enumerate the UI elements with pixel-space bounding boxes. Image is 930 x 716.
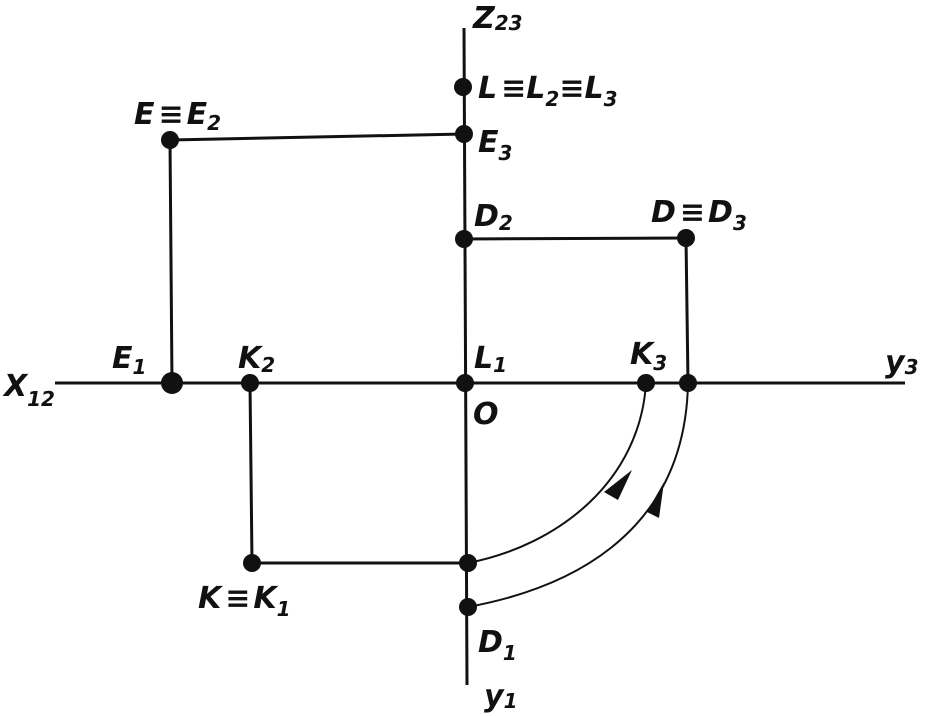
arrow-k-transfer-icon [604,470,632,500]
origin-label: O [473,397,499,432]
label-d2: D2 [474,199,513,235]
label-k3: K3 [630,337,667,375]
axis-z-label: Z23 [472,1,523,36]
point-d2 [455,230,473,248]
point-k-y1 [459,554,477,572]
label-d1: D1 [478,625,517,665]
point-k [243,554,261,572]
label-d: D≡D3 [651,195,747,235]
point-k3 [637,374,655,392]
label-e3: E3 [478,125,512,165]
axis-x-label: X12 [2,369,55,411]
projection-line-d-horizontal [463,236,687,241]
projection-line-d-vertical [684,237,690,384]
label-e1: E1 [112,341,146,379]
point-e [161,131,179,149]
label-e: E≡E2 [134,97,221,135]
point-k2 [241,374,259,392]
axis-y1-label: y1 [484,679,517,714]
point-l1 [456,374,474,392]
point-d [677,229,695,247]
projection-line-e-horizontal [169,132,465,142]
projection-line-k-vertical [248,382,254,564]
label-k: K≡K1 [198,581,291,621]
axis-y3-label: y3 [885,345,918,380]
point-e1 [161,372,183,394]
point-e3 [455,125,473,143]
arc-d-transfer [467,382,689,608]
label-l1: L1 [474,341,507,377]
point-d1 [459,598,477,616]
point-l [454,78,472,96]
arc-k-transfer [467,382,647,564]
projection-line-e-vertical [168,139,174,384]
arrow-d-transfer-icon [647,482,664,518]
label-l: L≡L2≡L3 [478,71,618,111]
point-d3-axis [679,374,697,392]
label-k2: K2 [238,341,275,377]
